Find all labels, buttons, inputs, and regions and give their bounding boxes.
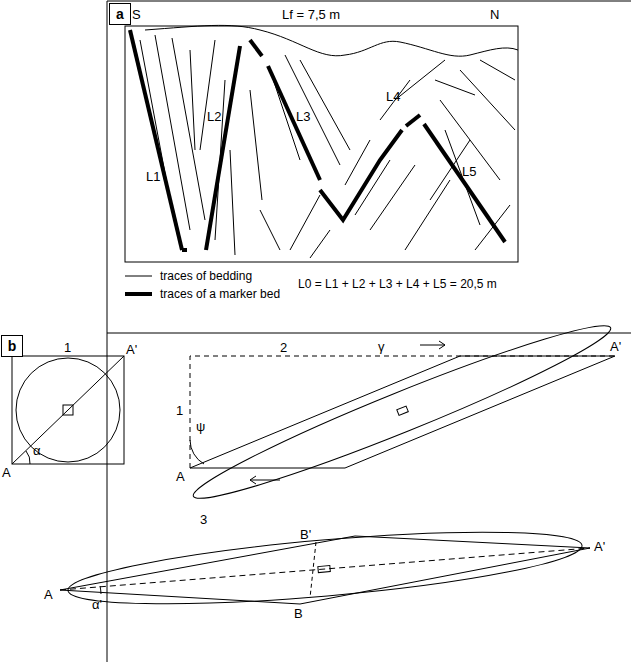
figure-number: 3 [200,513,207,526]
legend-text: traces of a marker bed [160,288,280,300]
point-label: A [2,466,11,479]
legend-text: traces of bedding [160,270,252,282]
point-label: A' [126,343,137,356]
segment-label: L3 [296,110,310,123]
shear-label: γ [378,340,385,353]
compass-label: N [490,8,499,21]
point-label: B [294,607,303,620]
panel-letter-box: b [1,335,23,357]
point-label: A [44,588,53,601]
formula-label: L0 = L1 + L2 + L3 + L4 + L5 = 20,5 m [298,278,497,290]
dimension-label: Lf = 7,5 m [282,8,340,21]
point-label: A' [594,540,605,553]
segment-label: L1 [146,170,160,183]
panel-letter-box: a [109,3,131,25]
point-label: B' [300,528,311,541]
angle-label: ψ [196,420,205,433]
compass-label: S [132,8,141,21]
segment-label: L4 [386,90,400,103]
point-label: A [176,470,185,483]
figure-number: 2 [280,341,287,354]
point-label: A' [610,340,621,353]
angle-label: α [33,444,41,457]
dimension-label: 1 [176,404,183,417]
figure-number: 1 [64,341,71,354]
segment-label: L5 [462,165,476,178]
angle-label: α' [92,598,102,611]
panel-letter: b [8,338,17,354]
panel-letter: a [116,6,124,22]
segment-label: L2 [207,110,221,123]
